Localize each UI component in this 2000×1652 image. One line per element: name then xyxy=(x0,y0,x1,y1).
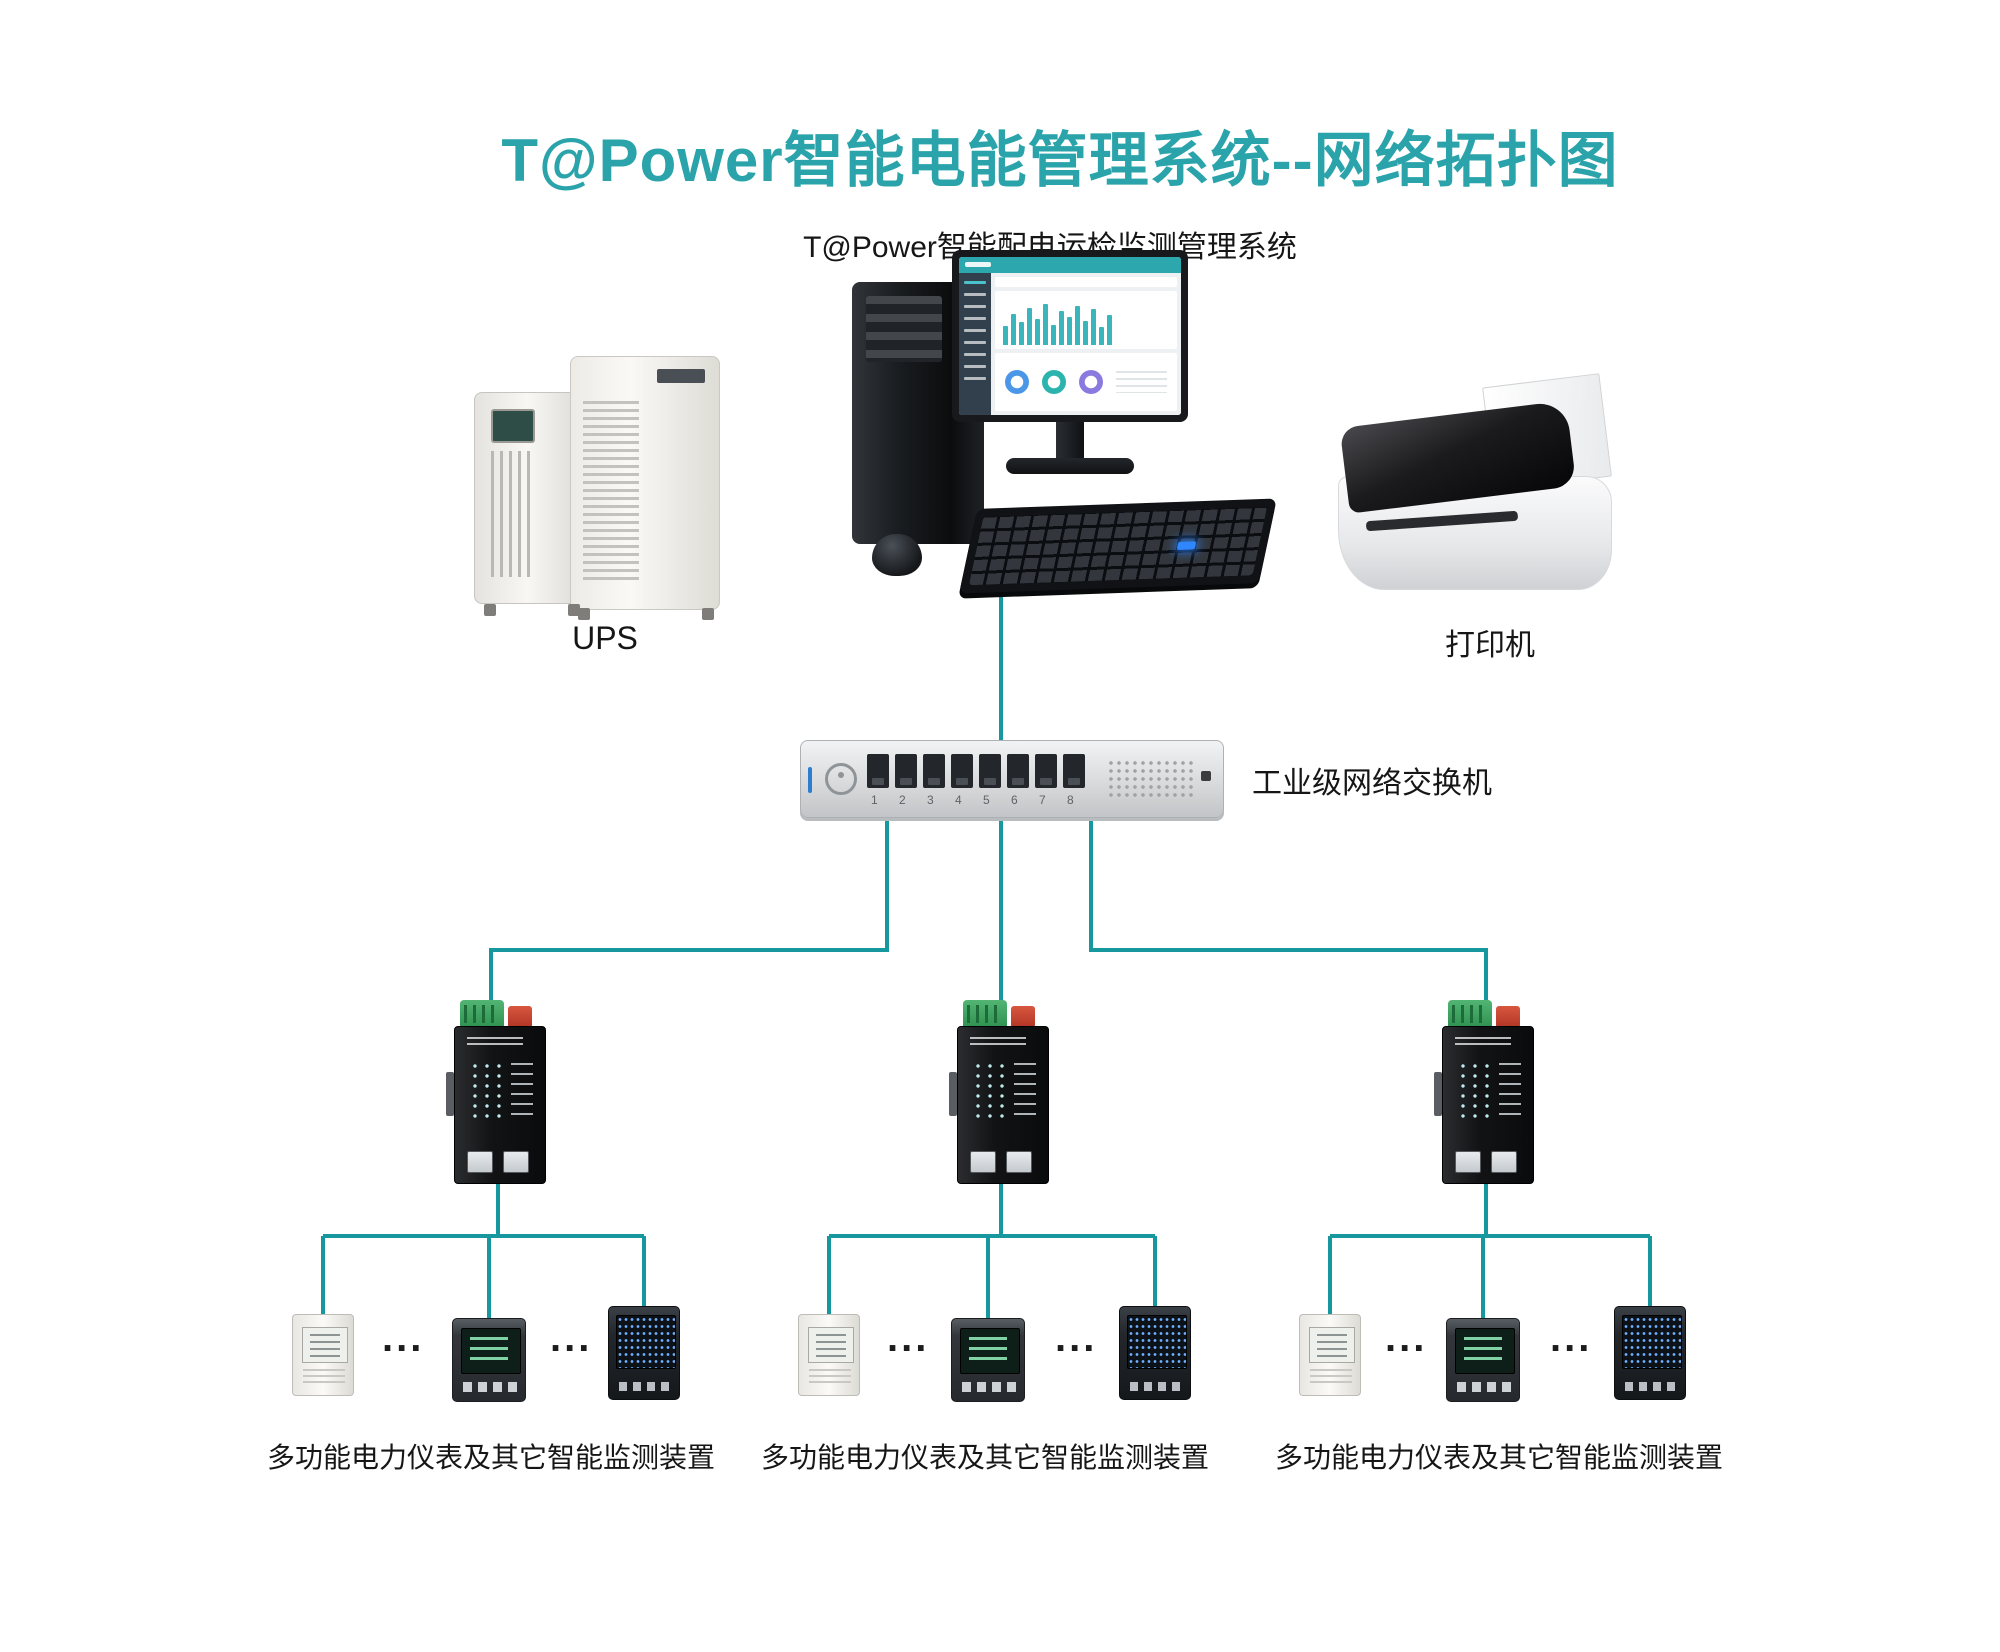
gateway-led-matrix xyxy=(469,1061,505,1123)
ellipsis: ... xyxy=(1550,1316,1593,1360)
management-computer xyxy=(840,246,1290,598)
rj45-port xyxy=(923,754,945,788)
dashboard-gauges xyxy=(995,353,1177,411)
ellipsis: ... xyxy=(887,1316,930,1360)
dashboard-main xyxy=(991,273,1181,415)
ups-label: UPS xyxy=(572,620,638,656)
link-switch-to-gateway-1 xyxy=(489,810,889,1016)
dashboard-topbar xyxy=(959,257,1181,273)
gateway-label-rows xyxy=(1014,1063,1036,1121)
terminal-block-green xyxy=(1448,1000,1492,1028)
din-clip xyxy=(949,1072,957,1116)
din-clip xyxy=(446,1072,454,1116)
monitor-stand-base xyxy=(1006,458,1134,474)
meter-group-label-1: 多功能电力仪表及其它智能监测装置 xyxy=(266,1442,715,1473)
terminal-block-green xyxy=(963,1000,1007,1028)
ellipsis: ... xyxy=(1385,1316,1428,1360)
terminal-block-red xyxy=(1011,1006,1035,1028)
gateway-label-rows xyxy=(1499,1063,1521,1121)
gauge-purple xyxy=(1079,370,1103,394)
switch-logo-icon xyxy=(825,763,857,795)
link-gateway-3-to-meters xyxy=(1328,1178,1652,1320)
meter-group-label-3: 多功能电力仪表及其它智能监测装置 xyxy=(1274,1442,1723,1473)
ups-foot xyxy=(702,608,714,620)
gateway-device-3 xyxy=(1434,1000,1536,1188)
link-switch-to-gateway-3 xyxy=(1089,810,1488,1016)
meter-enclosure xyxy=(798,1314,860,1396)
rj45-port xyxy=(1035,754,1057,788)
rj45-port xyxy=(895,754,917,788)
keyboard-keys xyxy=(968,506,1268,586)
din-clip xyxy=(1434,1072,1442,1116)
ellipsis: ... xyxy=(1055,1316,1098,1360)
ups-foot xyxy=(578,608,590,620)
power-meter-matrix xyxy=(1119,1306,1191,1400)
monitor-stand-neck xyxy=(1056,422,1084,462)
power-meter-matrix xyxy=(608,1306,680,1400)
switch-vents xyxy=(1107,759,1193,801)
keyboard xyxy=(959,498,1277,594)
terminal-block-red xyxy=(1496,1006,1520,1028)
link-gateway-1-to-meters xyxy=(321,1178,646,1320)
gateway-lan-ports xyxy=(1455,1151,1517,1173)
terminal-block-green xyxy=(460,1000,504,1028)
rj45-port xyxy=(1063,754,1085,788)
gateway-device-1 xyxy=(446,1000,548,1188)
gateway-body xyxy=(1442,1026,1534,1184)
gauge-teal xyxy=(1042,370,1066,394)
dashboard-sidebar xyxy=(959,273,991,415)
gateway-led-matrix xyxy=(1457,1061,1493,1123)
ups-foot xyxy=(484,604,496,616)
switch-accent-mark xyxy=(808,767,812,793)
gateway-lan-ports xyxy=(467,1151,529,1173)
gateway-label-rows xyxy=(511,1063,533,1121)
rj45-port xyxy=(867,754,889,788)
link-gateway-2-to-meters xyxy=(827,1178,1157,1320)
gateway-body xyxy=(454,1026,546,1184)
switch-ports xyxy=(867,754,1085,788)
printer-label: 打印机 xyxy=(1445,629,1535,662)
power-meter-matrix xyxy=(1614,1306,1686,1400)
meter-enclosure xyxy=(292,1314,354,1396)
power-meter-lcd xyxy=(951,1318,1025,1402)
meter-enclosure xyxy=(1299,1314,1361,1396)
ups-unit-front xyxy=(570,356,720,610)
page-title: T@Power智能电能管理系统--网络拓扑图 xyxy=(501,127,1619,194)
ellipsis: ... xyxy=(382,1316,425,1360)
dashboard-nav xyxy=(995,277,1177,287)
switch-indicator xyxy=(1201,771,1211,781)
gateway-body xyxy=(957,1026,1049,1184)
gateway-markings xyxy=(1455,1037,1511,1047)
gateway-lan-ports xyxy=(970,1151,1032,1173)
dashboard-table xyxy=(1116,371,1167,393)
pc-monitor xyxy=(952,250,1188,422)
gateway-led-matrix xyxy=(972,1061,1008,1123)
power-meter-lcd xyxy=(452,1318,526,1402)
ups-device xyxy=(470,356,722,622)
network-switch: 1 2 3 4 5 6 7 8 xyxy=(800,740,1224,818)
gateway-device-2 xyxy=(949,1000,1051,1188)
gateway-markings xyxy=(467,1037,523,1047)
gauge-blue xyxy=(1005,370,1029,394)
ups-foot xyxy=(568,604,580,616)
terminal-block-red xyxy=(508,1006,532,1028)
switch-port-numbers: 1 2 3 4 5 6 7 8 xyxy=(871,793,1075,807)
rj45-port xyxy=(951,754,973,788)
power-meter-lcd xyxy=(1446,1318,1520,1402)
switch-label: 工业级网络交换机 xyxy=(1252,767,1492,800)
dashboard-body xyxy=(959,273,1181,415)
printer-device xyxy=(1338,373,1620,598)
dashboard-screen xyxy=(959,257,1181,415)
mouse xyxy=(872,534,922,576)
rj45-port xyxy=(1007,754,1029,788)
dashboard-bar-chart xyxy=(995,291,1177,349)
ellipsis: ... xyxy=(550,1316,593,1360)
rj45-port xyxy=(979,754,1001,788)
meter-group-label-2: 多功能电力仪表及其它智能监测装置 xyxy=(760,1442,1209,1473)
gateway-markings xyxy=(970,1037,1026,1047)
